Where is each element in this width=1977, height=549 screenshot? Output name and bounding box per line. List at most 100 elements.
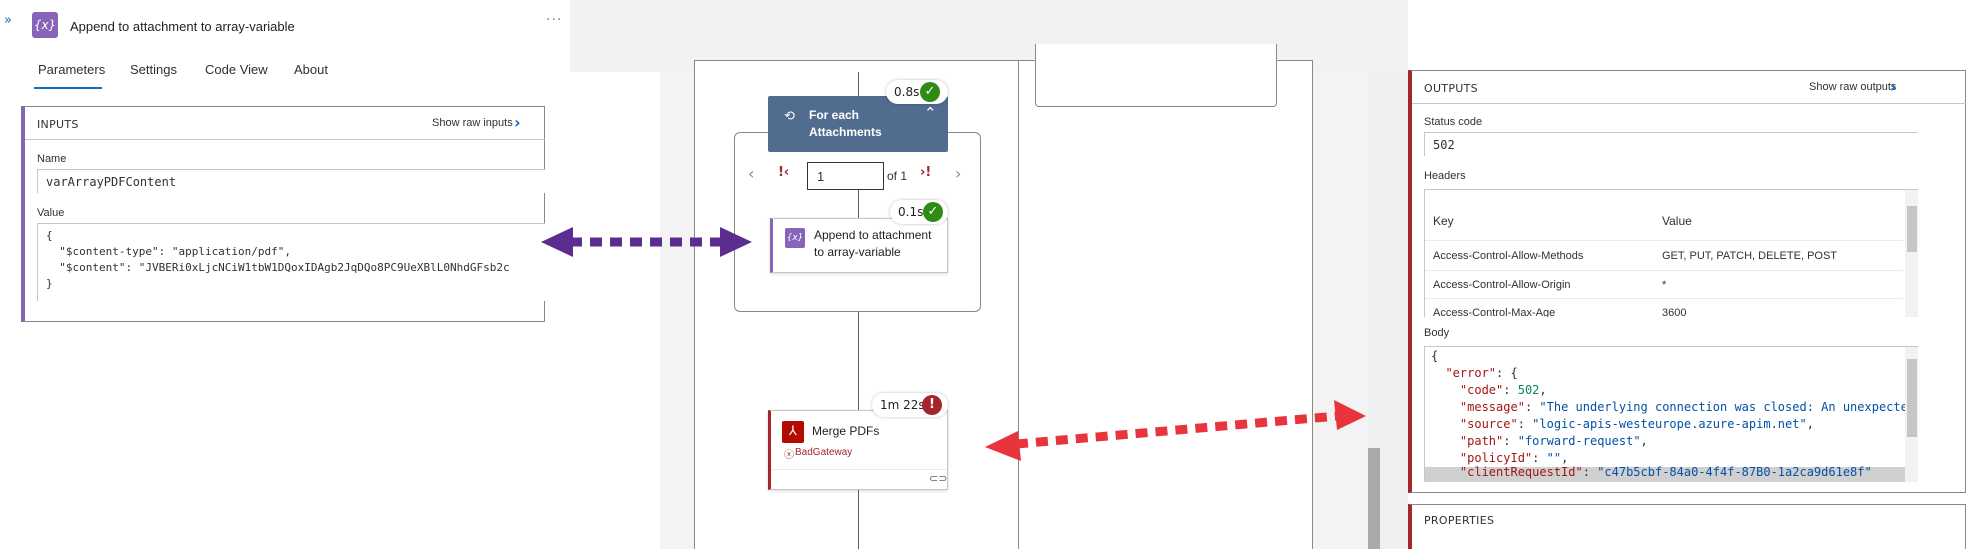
- next-page-icon[interactable]: ›: [955, 164, 962, 183]
- tab-parameters[interactable]: Parameters: [38, 62, 106, 77]
- divider: [1412, 103, 1966, 104]
- row-value: GET, PUT, PATCH, DELETE, POST: [1662, 250, 1838, 262]
- code-line: "clientRequestId": "c47b5cbf-84a0-4f4f-8…: [1459, 465, 1872, 479]
- loop-icon: ⟲: [784, 109, 795, 124]
- error-circle-icon: ⓧ: [784, 450, 794, 461]
- duration-text: 0.1s: [898, 205, 924, 219]
- page-value: 1: [817, 169, 825, 184]
- value-line: }: [46, 277, 53, 290]
- success-icon: ✓: [920, 82, 940, 102]
- divider: [25, 139, 545, 140]
- divider: [1425, 270, 1903, 271]
- status-code-field[interactable]: 502: [1424, 132, 1918, 156]
- body-scrollbar[interactable]: [1905, 347, 1918, 482]
- connector-line: [858, 490, 859, 549]
- append-title-2: to array-variable: [814, 245, 901, 259]
- headers-scrollbar[interactable]: [1905, 190, 1918, 317]
- red-arrow-left-head: [985, 431, 1021, 461]
- value-line: {: [46, 229, 53, 242]
- code-line: "message": "The underlying connection wa…: [1459, 400, 1918, 414]
- divider: [771, 469, 947, 470]
- run-details-panel: OUTPUTS Show raw outputs › Status code 5…: [1408, 0, 1977, 549]
- tab-code-view[interactable]: Code View: [205, 62, 268, 77]
- merge-status: BadGateway: [795, 447, 853, 458]
- show-raw-outputs-link[interactable]: Show raw outputs: [1809, 81, 1897, 93]
- value-line: "$content": "JVBERi0xLjcNCiW1tbW1DQoxIDA…: [46, 261, 510, 274]
- variable-icon: {x}: [785, 228, 805, 248]
- collapse-panel-icon[interactable]: »: [4, 13, 12, 28]
- chevron-right-icon[interactable]: ›: [514, 113, 521, 132]
- value-line: "$content-type": "application/pdf",: [46, 245, 292, 258]
- body-label: Body: [1424, 327, 1450, 339]
- duration-text: 1m 22s: [880, 398, 925, 412]
- merge-title: Merge PDFs: [812, 424, 880, 438]
- col-key: Key: [1433, 214, 1454, 228]
- divider: [1425, 240, 1903, 241]
- headers-table[interactable]: Key Value Access-Control-Allow-Methods G…: [1424, 189, 1918, 317]
- code-line: "policyId": "",: [1459, 451, 1569, 465]
- pdf-icon: ⅄: [782, 421, 804, 443]
- body-field[interactable]: { "error": { "code": 502, "message": "Th…: [1424, 346, 1918, 482]
- success-icon: ✓: [923, 202, 943, 222]
- row-key: Access-Control-Allow-Methods: [1433, 250, 1584, 262]
- canvas-scrollbar[interactable]: [1368, 448, 1380, 549]
- variable-icon: {x}: [32, 12, 58, 38]
- inputs-header: INPUTS: [37, 118, 79, 131]
- code-line: "code": 502,: [1459, 383, 1547, 397]
- prev-failed-icon[interactable]: !‹: [778, 165, 790, 180]
- red-dashed-arrow-line: [1015, 411, 1339, 449]
- chevron-up-icon[interactable]: ⌃: [924, 104, 937, 122]
- show-raw-inputs-link[interactable]: Show raw inputs: [432, 117, 513, 129]
- row-value: *: [1662, 279, 1667, 291]
- name-label: Name: [37, 153, 67, 165]
- code-line: "error": {: [1445, 366, 1518, 380]
- purple-arrow-left-head: [541, 227, 573, 257]
- next-failed-icon[interactable]: ›!: [920, 165, 932, 180]
- outputs-header: OUTPUTS: [1424, 82, 1478, 95]
- foreach-title-1: For each: [809, 108, 860, 122]
- value-label: Value: [37, 207, 65, 219]
- name-value: varArrayPDFContent: [46, 175, 177, 189]
- connector-line: [858, 312, 859, 410]
- purple-arrow-right-head: [720, 227, 752, 257]
- panel-title: Append to attachment to array-variable: [70, 19, 295, 34]
- prev-page-icon[interactable]: ‹: [748, 164, 755, 183]
- value-field[interactable]: { "$content-type": "application/pdf", "$…: [37, 223, 545, 301]
- status-code-value: 502: [1433, 138, 1455, 152]
- connector-line: [858, 190, 859, 218]
- link-icon[interactable]: ⊂⊃: [929, 472, 948, 485]
- more-options-icon[interactable]: ···: [546, 12, 563, 28]
- error-icon: !: [922, 395, 942, 415]
- foreach-title-2: Attachments: [809, 125, 882, 139]
- properties-section[interactable]: PROPERTIES: [1408, 504, 1966, 549]
- horizontal-scrollbar[interactable]: [1425, 467, 1905, 482]
- action-details-panel: » {x} Append to attachment to array-vari…: [0, 0, 570, 323]
- row-key: Access-Control-Max-Age: [1433, 307, 1556, 317]
- status-code-label: Status code: [1424, 116, 1483, 128]
- lane-right: [1018, 60, 1313, 549]
- row-value: 3600: [1662, 307, 1687, 317]
- foreach-card[interactable]: ⟲ For each Attachments ⌃: [768, 96, 948, 152]
- col-value: Value: [1662, 214, 1692, 228]
- tab-settings[interactable]: Settings: [130, 62, 177, 77]
- tab-about[interactable]: About: [294, 62, 328, 77]
- red-arrow-right-head: [1334, 400, 1366, 430]
- page-input[interactable]: 1: [807, 162, 884, 190]
- scroll-thumb[interactable]: [1907, 206, 1917, 252]
- append-action-card[interactable]: {x} Append to attachment to array-variab…: [770, 218, 948, 273]
- scroll-thumb[interactable]: [1907, 359, 1917, 437]
- lane-card-stub: [1035, 44, 1277, 107]
- active-tab-indicator: [34, 87, 102, 89]
- code-line: "source": "logic-apis-westeurope.azure-a…: [1459, 417, 1814, 431]
- merge-action-card[interactable]: ⅄ Merge PDFs ⓧ BadGateway ⊂⊃: [768, 410, 948, 490]
- name-field[interactable]: varArrayPDFContent: [37, 169, 545, 193]
- code-line: {: [1431, 349, 1439, 363]
- row-key: Access-Control-Allow-Origin: [1433, 279, 1571, 291]
- chevron-right-icon[interactable]: ›: [1890, 77, 1897, 96]
- headers-label: Headers: [1424, 170, 1466, 182]
- outputs-section: OUTPUTS Show raw outputs › Status code 5…: [1408, 70, 1966, 493]
- page-of-label: of 1: [887, 169, 908, 183]
- duration-text: 0.8s: [894, 85, 920, 99]
- divider: [1425, 298, 1903, 299]
